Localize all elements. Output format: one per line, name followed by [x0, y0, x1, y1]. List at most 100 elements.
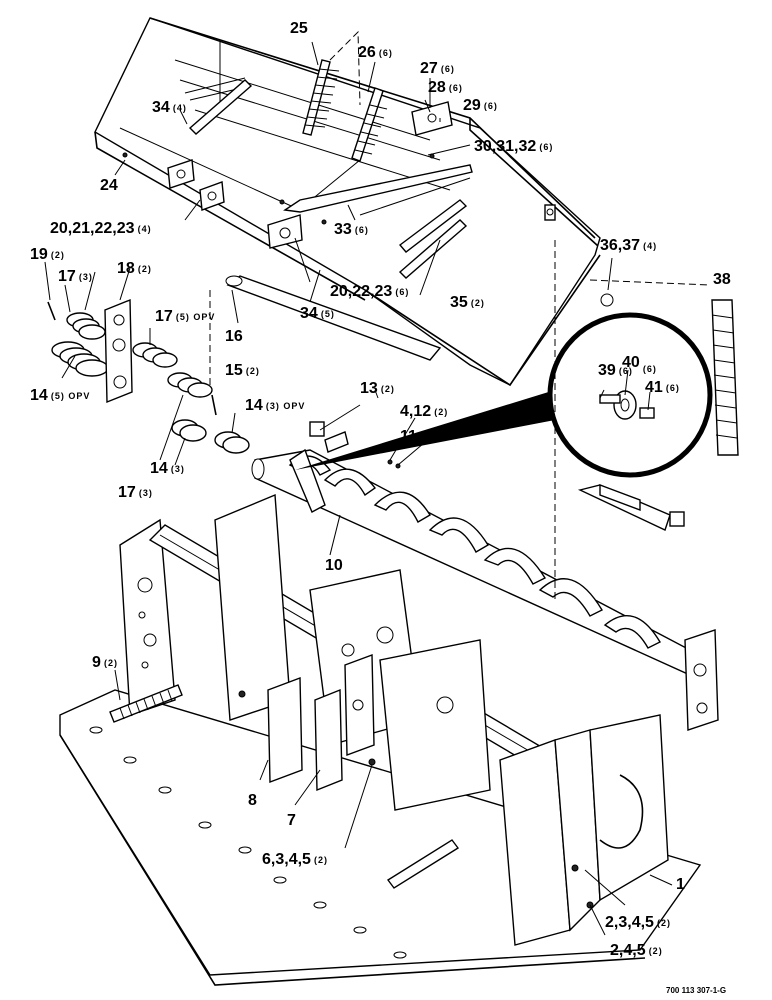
callout-34-number: 34 [152, 99, 170, 116]
callout-15-qty: (2) [246, 366, 260, 376]
callout-25: 25 [290, 20, 308, 37]
callout-2a-number: 2,3,4,5 [605, 914, 654, 931]
callout-38: 38 [713, 271, 731, 288]
callout-4-12-number: 4,12 [400, 403, 431, 420]
callout-25-number: 25 [290, 20, 308, 37]
callout-17b-number: 17 [155, 308, 173, 325]
callout-17-lower: 17(3) [118, 484, 153, 501]
callout-10: 10 [325, 557, 343, 574]
callout-36-qty: (4) [643, 241, 657, 251]
callout-16-number: 16 [225, 328, 243, 345]
callout-36-number: 36,37 [600, 237, 640, 254]
spring-38 [554, 240, 739, 600]
callout-14c-qty: (3) [171, 464, 185, 474]
callout-14b-number: 14 [245, 397, 263, 414]
callout-4-12-qty: (2) [434, 407, 448, 417]
callout-1-number: 1 [676, 876, 685, 893]
callout-40-number: 40 [622, 354, 640, 371]
callout-30-qty: (6) [539, 142, 553, 152]
callout-39-number: 39 [598, 362, 616, 379]
callout-34-lower: 34(5) [300, 305, 334, 322]
callout-36-37: 36,37(4) [600, 237, 657, 254]
callout-17a-qty: (3) [79, 272, 93, 282]
callout-7: 7 [287, 812, 296, 829]
callout-20a-qty: (4) [138, 224, 152, 234]
callout-28-qty: (6) [449, 83, 463, 93]
callout-27-qty: (6) [441, 64, 455, 74]
callout-20a-number: 20,21,22,23 [50, 220, 135, 237]
callout-19: 19(2) [30, 246, 64, 263]
callout-24-number: 24 [100, 177, 118, 194]
callout-38-number: 38 [713, 271, 731, 288]
callout-2b-number: 2,4,5 [610, 942, 646, 959]
callout-2-4-5: 2,4,5(2) [610, 942, 663, 959]
spring-stack-17-14 [47, 298, 250, 454]
callout-29-number: 29 [463, 97, 481, 114]
callout-11: 11(2) [400, 428, 434, 445]
callout-9-qty: (2) [104, 658, 118, 668]
callout-13-number: 13 [360, 380, 378, 397]
callout-17c-number: 17 [118, 484, 136, 501]
callout-19-number: 19 [30, 246, 48, 263]
callout-20-22-23: 20,22,23(6) [330, 283, 408, 300]
callout-20-21-22-23: 20,21,22,23(4) [50, 220, 152, 237]
callout-41-number: 41 [645, 379, 663, 396]
callout-39-qty: (6) [619, 366, 633, 376]
callout-8: 8 [248, 792, 257, 809]
callout-17b-qty: (5) OPV [176, 312, 216, 322]
callout-39: 39(6) [598, 362, 633, 379]
callout-20b-number: 20,22,23 [330, 283, 392, 300]
callout-15-number: 15 [225, 362, 243, 379]
callout-17c-qty: (3) [139, 488, 153, 498]
callout-15: 15(2) [225, 362, 260, 379]
callout-27: 27(6) [420, 60, 455, 77]
callout-7-number: 7 [287, 812, 296, 829]
callout-6-3-4-5: 6,3,4,5(2) [262, 851, 328, 868]
callout-17a-number: 17 [58, 268, 76, 285]
callout-28: 28(6) [428, 79, 463, 96]
callout-10-number: 10 [325, 557, 343, 574]
callout-11-qty: (2) [420, 432, 434, 442]
shaft-16 [209, 275, 442, 390]
callout-16: 16 [225, 328, 243, 345]
callout-35-qty: (2) [471, 298, 485, 308]
callout-14b-qty: (3) OPV [266, 401, 306, 411]
callout-6-number: 6,3,4,5 [262, 851, 311, 868]
callout-26: 26(6) [358, 44, 393, 61]
callout-2a-qty: (2) [657, 918, 671, 928]
callout-24: 24 [100, 177, 118, 194]
callout-17-top: 17(3) [58, 268, 93, 285]
callout-8-number: 8 [248, 792, 257, 809]
upper-tray-assembly [94, 17, 601, 387]
callout-18-number: 18 [117, 260, 135, 277]
callout-28-number: 28 [428, 79, 446, 96]
callout-33: 33(6) [334, 221, 369, 238]
callout-13-qty: (2) [381, 384, 395, 394]
callout-26-number: 26 [358, 44, 376, 61]
callout-35-number: 35 [450, 294, 468, 311]
callout-29-qty: (6) [484, 101, 498, 111]
callout-labels: 25 26(6) 27(6) 28(6) 29(6) 30,31,32(6) 3… [30, 20, 731, 959]
callout-30-31-32: 30,31,32(6) [474, 138, 553, 155]
leader-lines [44, 41, 673, 936]
callout-18-qty: (2) [138, 264, 152, 274]
callout-34b-number: 34 [300, 305, 318, 322]
callout-35: 35(2) [450, 294, 485, 311]
callout-2-3-4-5: 2,3,4,5(2) [605, 914, 671, 931]
callout-11-number: 11 [400, 428, 417, 445]
callout-34-qty: (4) [173, 103, 187, 113]
callout-26-qty: (6) [379, 48, 393, 58]
callout-4-12: 4,12(2) [400, 403, 448, 420]
callout-33-qty: (6) [355, 225, 369, 235]
callout-14-opv-mid: 14(3) OPV [245, 397, 306, 414]
callout-6-qty: (2) [314, 855, 328, 865]
callout-40-qty: (6) [643, 364, 657, 374]
callout-18: 18(2) [117, 260, 152, 277]
callout-14c-number: 14 [150, 460, 168, 477]
callout-30-number: 30,31,32 [474, 138, 536, 155]
callout-40: 40(6) [622, 354, 657, 374]
callout-41: 41(6) [645, 379, 679, 396]
callout-9: 9(2) [92, 654, 118, 671]
callout-9-number: 9 [92, 654, 101, 671]
callout-2b-qty: (2) [649, 946, 663, 956]
